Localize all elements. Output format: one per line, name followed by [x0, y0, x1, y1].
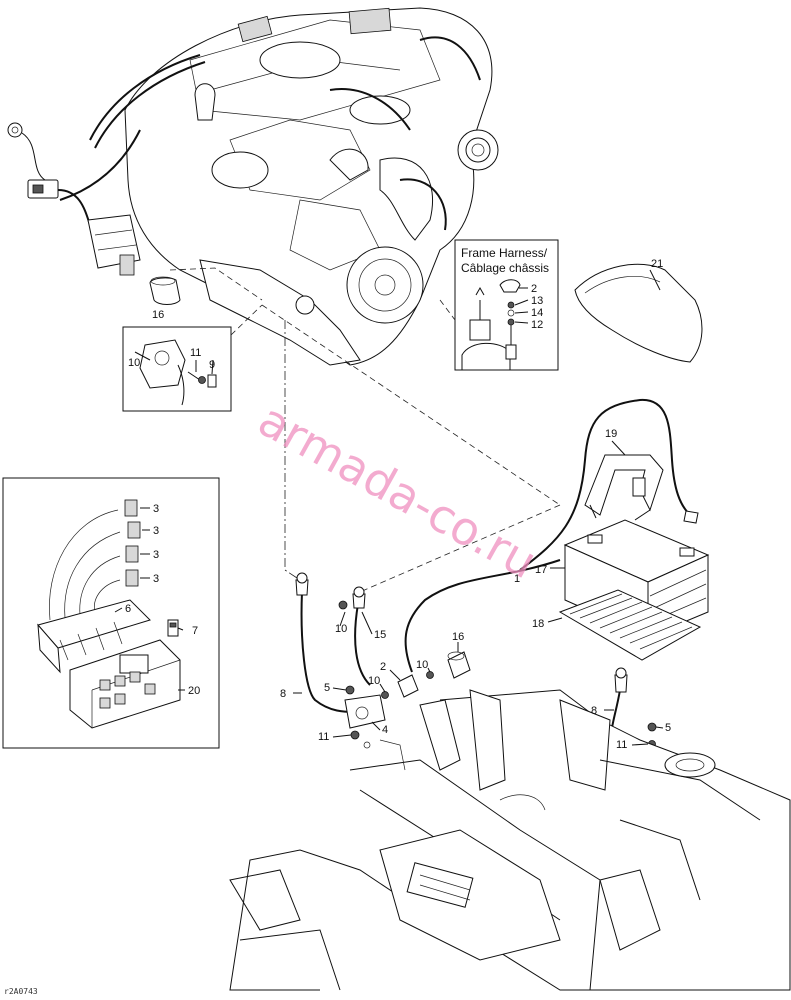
callout-20: 20: [188, 685, 200, 697]
callout-3: 3: [153, 503, 159, 515]
callout-10: 10: [335, 623, 347, 635]
callout-8: 8: [591, 705, 597, 717]
callout-10: 10: [368, 675, 380, 687]
chassis-frame: [229, 689, 791, 991]
callout-16: 16: [152, 309, 164, 321]
solenoid-inset: [122, 304, 263, 412]
frame-harness-label-line1: Frame Harness/: [461, 246, 548, 260]
callout-5: 5: [665, 722, 671, 734]
fuse-box-inset: [2, 477, 220, 749]
callout-12: 12: [531, 319, 543, 331]
part-21-pad: [574, 263, 703, 363]
part-16-sleeve: [149, 276, 181, 305]
callout-14: 14: [531, 307, 543, 319]
callout-6: 6: [125, 603, 131, 615]
callout-16: 16: [452, 631, 464, 643]
callout-3: 3: [153, 573, 159, 585]
callout-labels: 21 2 13 14 12 16 10 11 9 19 1 17 18 3 3 …: [125, 258, 671, 751]
frame-harness-inset: [439, 239, 559, 371]
callout-2: 2: [531, 283, 537, 295]
part-18-mat: [558, 589, 702, 661]
callout-3: 3: [153, 525, 159, 537]
battery-cables: [295, 559, 658, 767]
callout-8: 8: [280, 688, 286, 700]
callout-21: 21: [651, 258, 663, 270]
callout-11: 11: [616, 739, 627, 751]
callout-10: 10: [416, 659, 428, 671]
callout-11: 11: [190, 347, 201, 359]
footer-code: r2A0743: [4, 987, 38, 996]
callout-leaders: [114, 440, 664, 746]
callout-7: 7: [192, 625, 198, 637]
callout-10: 10: [128, 357, 140, 369]
watermark: armada-co.ru: [250, 392, 546, 589]
engine-assembly: [7, 7, 499, 366]
callout-15: 15: [374, 629, 386, 641]
callout-9: 9: [209, 359, 215, 371]
callout-4: 4: [382, 724, 388, 736]
callout-5: 5: [324, 682, 330, 694]
callout-17: 17: [535, 564, 547, 576]
callout-1: 1: [514, 573, 520, 585]
callout-2: 2: [380, 661, 386, 673]
leader-lines: [261, 304, 561, 593]
callout-11: 11: [318, 731, 329, 743]
part-19-strap: [519, 398, 699, 571]
callout-13: 13: [531, 295, 543, 307]
callout-3: 3: [153, 549, 159, 561]
callout-18: 18: [532, 618, 544, 630]
callout-19: 19: [605, 428, 617, 440]
frame-harness-label-line2: Câblage châssis: [461, 261, 549, 275]
